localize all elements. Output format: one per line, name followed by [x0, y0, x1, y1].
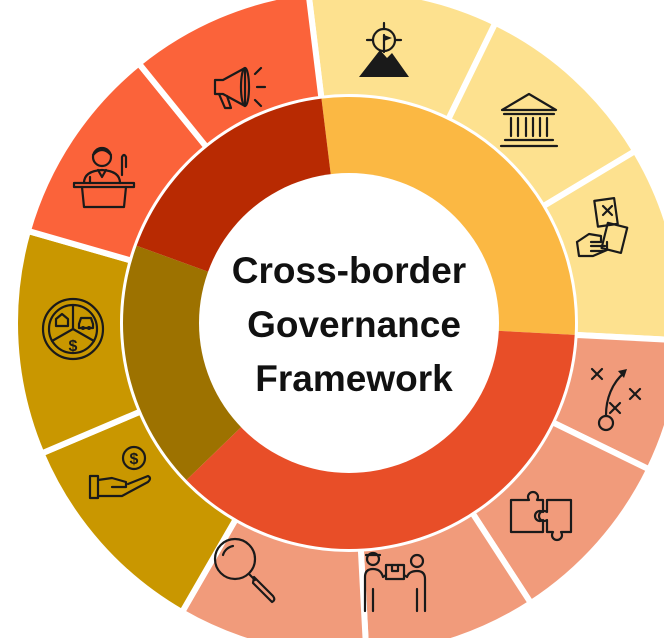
institution-building-icon [499, 92, 559, 148]
hand-voting-ballot-icon [575, 197, 629, 258]
title-line-2: Governance [247, 304, 461, 345]
magnifying-glass-icon [213, 537, 276, 604]
asset-allocation-pie-icon: $ [41, 297, 105, 361]
icon-layer: $ $ [41, 21, 642, 613]
inner-segment-goals-group [321, 96, 576, 335]
strategy-play-icon [590, 367, 642, 432]
title-line-1: Cross-border [232, 250, 466, 291]
hand-money-icon: $ [88, 445, 152, 500]
inner-ring [123, 96, 576, 549]
svg-text:$: $ [69, 338, 78, 355]
title-line-3: Framework [255, 358, 453, 399]
megaphone-icon [213, 66, 267, 110]
inner-segment-operations-group [186, 330, 575, 549]
center-circle [199, 173, 499, 473]
svg-text:$: $ [130, 451, 139, 468]
mountain-flag-target-icon [359, 21, 409, 77]
speaker-podium-icon [72, 146, 136, 209]
puzzle-pieces-icon [509, 490, 573, 542]
inner-segment-finance-group [123, 245, 243, 480]
inner-segment-leadership-group [136, 98, 331, 273]
outer-segment-9 [12, 227, 144, 457]
delivery-handover-icon [363, 551, 427, 613]
